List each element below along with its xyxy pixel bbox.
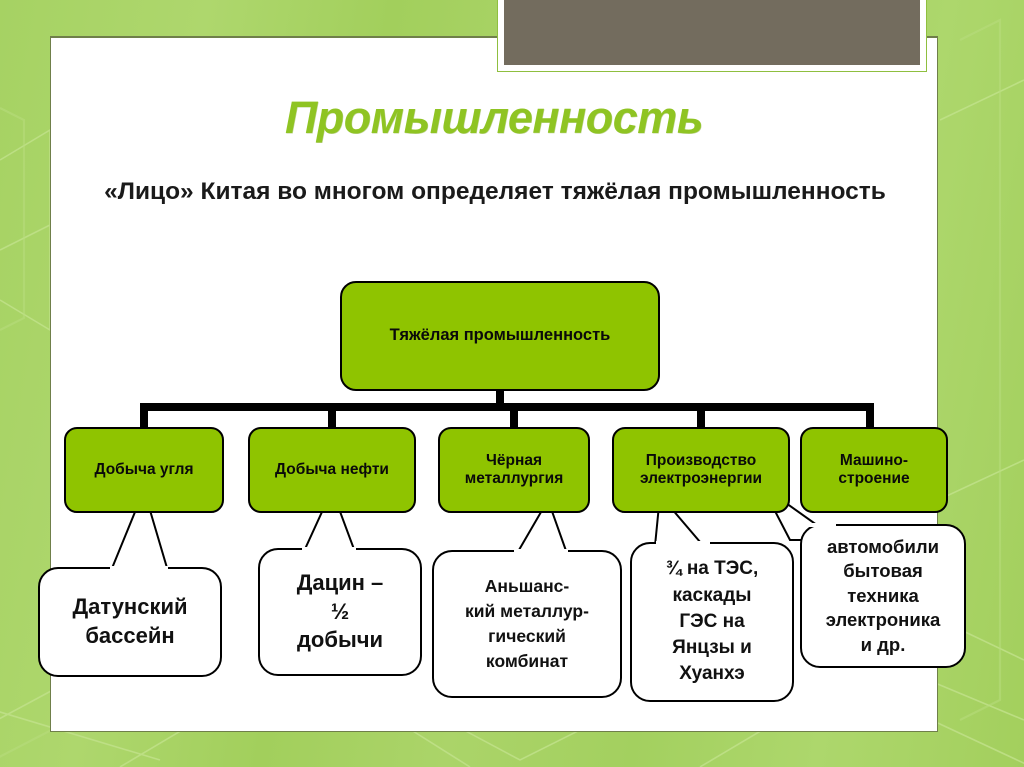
callout-line: Хуанхэ: [679, 663, 745, 685]
callout-text: ¾ на ТЭС, каскады ГЭС на Янцзы и Хуанхэ: [632, 556, 792, 687]
callout-text: Датунский бассейн: [40, 593, 220, 650]
callout-line: Аньшанс-: [484, 576, 570, 597]
callout-anshan-plant[interactable]: Аньшанс- кий металлур- гический комбинат: [432, 550, 622, 698]
callout-line: Янцзы и: [672, 637, 752, 659]
node-label-line1: Производство: [645, 451, 757, 469]
callout-machinery-products[interactable]: автомобили бытовая техника электроника и…: [800, 524, 966, 668]
node-label-line2: металлургия: [464, 470, 564, 487]
callout-line: добычи: [296, 627, 384, 653]
callout-line: Дацин –: [296, 570, 384, 596]
node-label-line2: строение: [838, 470, 910, 487]
node-label-line1: Машино-: [839, 451, 909, 469]
callout-line: Датунский: [72, 594, 188, 620]
callout-line: ГЭС на: [679, 610, 745, 632]
node-label: Тяжёлая промышленность: [389, 326, 611, 345]
connector-root-stem: [496, 391, 504, 409]
page-title: Промышленность: [284, 92, 704, 143]
panel-top-border-left: [50, 36, 497, 38]
connector-horizontal-bus: [140, 403, 874, 411]
connector-drop-4: [866, 409, 874, 435]
tail-seam-mask-4: [802, 523, 836, 527]
header-plate-fill: [504, 0, 920, 65]
node-machine-building[interactable]: Машино- строение: [800, 427, 948, 513]
connector-drop-2: [510, 409, 518, 435]
callout-line: кий металлур-: [465, 601, 589, 622]
header-image-placeholder: [497, 0, 927, 72]
node-label: Добыча угля: [94, 460, 194, 478]
node-label: Добыча нефти: [275, 460, 389, 478]
node-coal-mining[interactable]: Добыча угля: [64, 427, 224, 513]
callout-text: Аньшанс- кий металлур- гический комбинат: [434, 574, 620, 673]
callout-line: бассейн: [85, 623, 175, 648]
tail-seam-mask-0: [110, 566, 168, 570]
connector-drop-3: [697, 409, 705, 435]
node-label-line1: Чёрная: [485, 451, 542, 469]
callout-line: гический: [488, 626, 566, 646]
callout-line: каскады: [672, 584, 752, 606]
callout-power-sources[interactable]: ¾ на ТЭС, каскады ГЭС на Янцзы и Хуанхэ: [630, 542, 794, 702]
tail-seam-mask-3: [656, 541, 710, 545]
callout-line: и др.: [860, 633, 906, 655]
node-electricity-production[interactable]: Производство электроэнергии: [612, 427, 790, 513]
node-label: Машино- строение: [838, 452, 909, 489]
tail-seam-mask-1: [302, 547, 356, 551]
node-ferrous-metallurgy[interactable]: Чёрная металлургия: [438, 427, 590, 513]
callout-line: ¾ на ТЭС,: [665, 558, 759, 580]
connector-drop-0: [140, 409, 148, 435]
callout-line: электроника: [825, 609, 941, 631]
node-label-line2: электроэнергии: [639, 470, 763, 487]
callout-text: автомобили бытовая техника электроника и…: [802, 535, 964, 658]
callout-line: техника: [847, 584, 919, 606]
node-label: Производство электроэнергии: [640, 452, 762, 489]
callout-line: бытовая: [843, 560, 923, 582]
callout-line: ½: [330, 598, 350, 624]
callout-line: комбинат: [485, 650, 569, 671]
node-oil-extraction[interactable]: Добыча нефти: [248, 427, 416, 513]
connector-drop-1: [328, 409, 336, 435]
node-label: Чёрная металлургия: [465, 452, 564, 489]
tail-seam-mask-2: [514, 549, 568, 553]
node-heavy-industry[interactable]: Тяжёлая промышленность: [340, 281, 660, 391]
callout-line: автомобили: [827, 535, 939, 557]
callout-daqing[interactable]: Дацин – ½ добычи: [258, 548, 422, 676]
subtitle-text: «Лицо» Китая во многом определяет тяжёла…: [104, 178, 886, 205]
callout-text: Дацин – ½ добычи: [260, 569, 420, 655]
panel-top-border-right: [925, 36, 938, 38]
callout-datong-basin[interactable]: Датунский бассейн: [38, 567, 222, 677]
